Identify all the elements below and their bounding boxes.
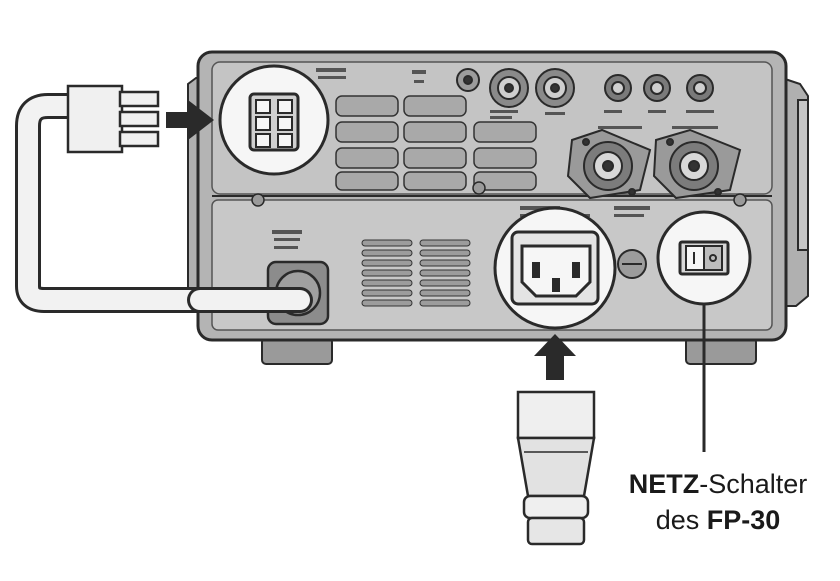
- caption-line-1: NETZ-Schalter: [598, 466, 838, 502]
- upper-vent-slots: [335, 95, 537, 191]
- caption-fp30: FP-30: [706, 505, 781, 535]
- dc-arrow: [166, 100, 214, 140]
- device-feet: [261, 337, 757, 365]
- antenna-connectors: [566, 128, 742, 200]
- power-switch-magnified: [656, 210, 752, 306]
- lower-vent-slots: [361, 239, 471, 307]
- fuse-holder: [617, 249, 647, 279]
- caption-netz: NETZ: [628, 469, 700, 499]
- ac-power-plug: [516, 390, 596, 546]
- dc-socket-magnified: [218, 64, 330, 176]
- netz-schalter-caption: NETZ-Schalter des FP-30: [598, 466, 838, 538]
- panel-label-marks: [272, 68, 718, 249]
- caption-line-2: des FP-30: [598, 502, 838, 538]
- caption-schalter: -Schalter: [699, 469, 808, 499]
- dc-power-cable: [15, 93, 313, 313]
- ac-inlet-magnified: [493, 206, 617, 330]
- top-jacks: [456, 68, 714, 108]
- caption-des: des: [655, 505, 707, 535]
- panel-screws: [251, 181, 747, 207]
- dc-plug: [66, 84, 160, 154]
- ac-arrow: [534, 334, 576, 380]
